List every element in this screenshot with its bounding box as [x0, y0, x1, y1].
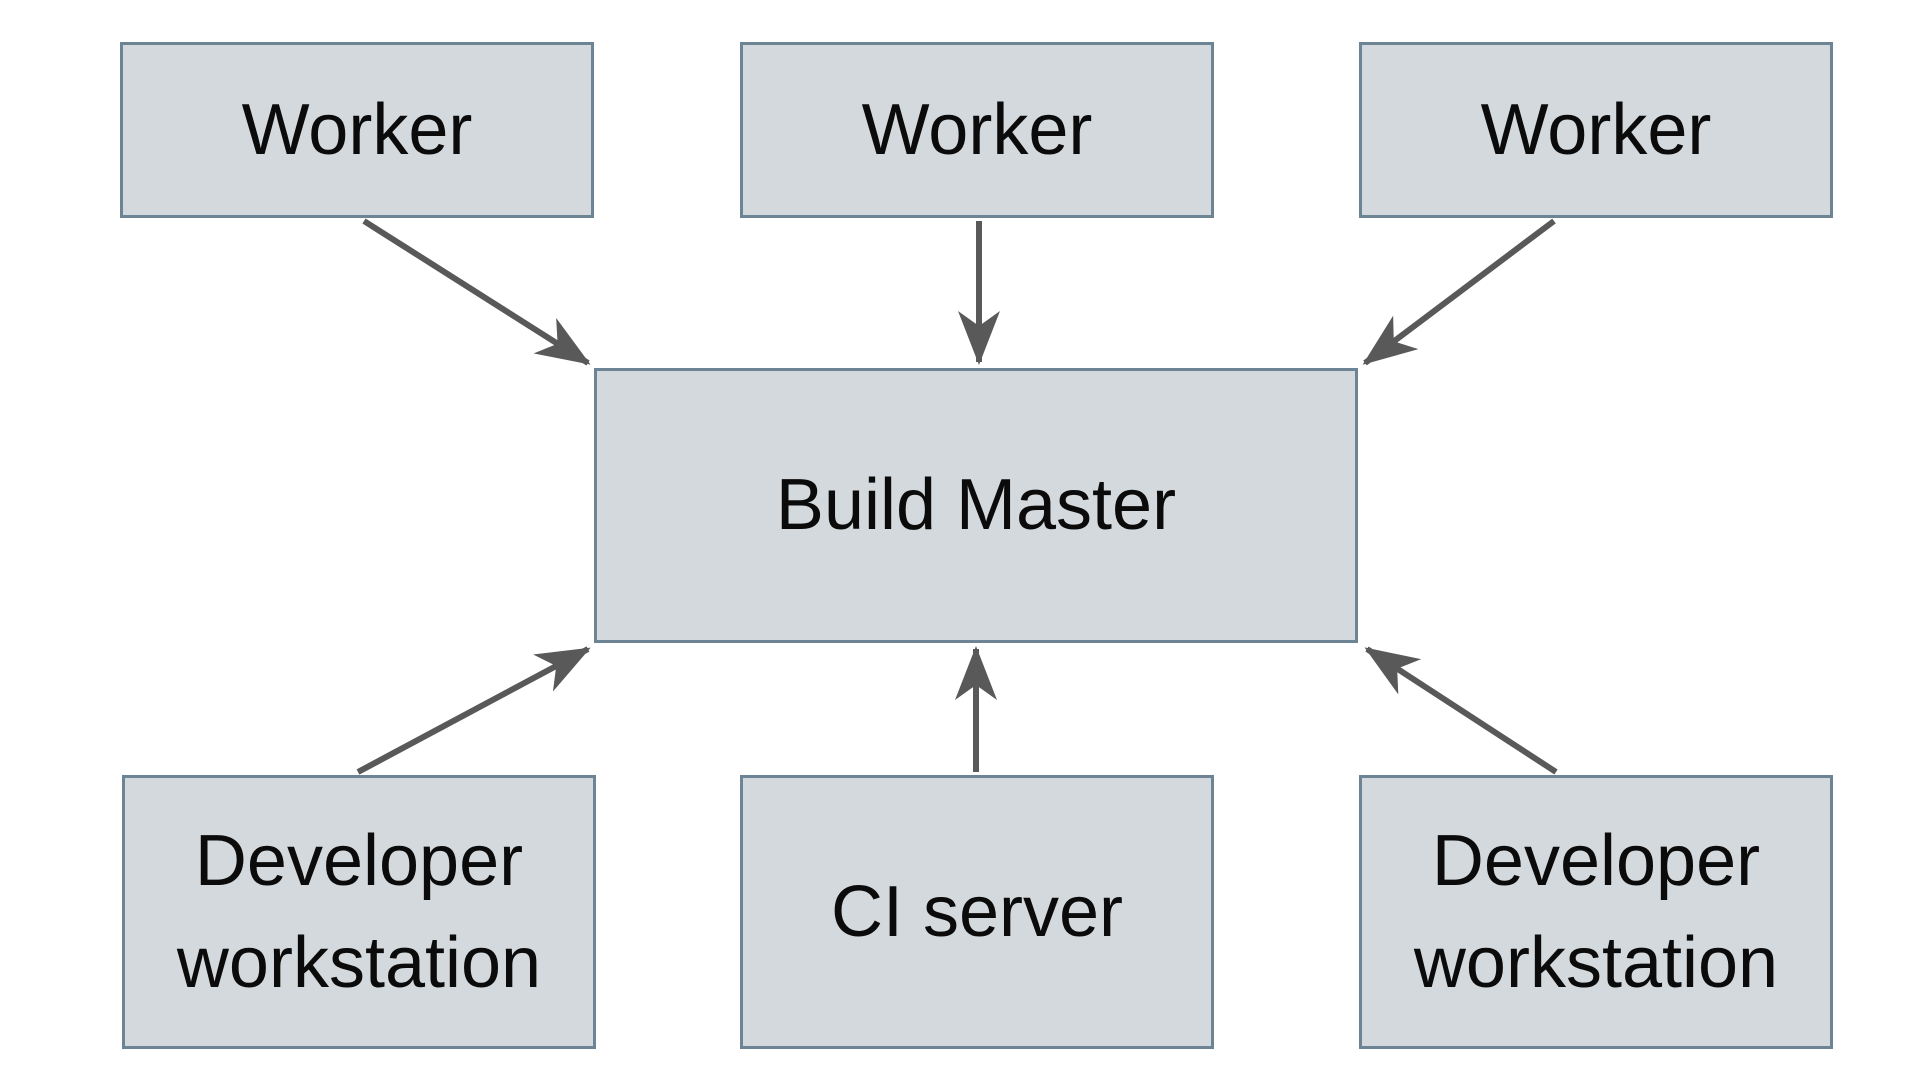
node-worker-2: Worker — [740, 42, 1214, 218]
node-build-master: Build Master — [594, 368, 1358, 643]
node-label: Build Master — [775, 465, 1177, 546]
arrow-worker3-to-build-master — [1362, 218, 1556, 366]
node-label: Developer workstation — [1413, 820, 1779, 1003]
node-label: Worker — [241, 89, 473, 170]
node-worker-1: Worker — [120, 42, 594, 218]
node-ci-server: CI server — [740, 775, 1214, 1049]
node-label: CI server — [830, 871, 1124, 952]
node-label: Worker — [861, 89, 1093, 170]
node-label: Worker — [1480, 89, 1712, 170]
arrow-dev-workstation-right-to-build-master — [1364, 646, 1558, 775]
node-label: Developer workstation — [176, 820, 542, 1003]
arrow-dev-workstation-left-to-build-master — [356, 646, 591, 775]
node-developer-workstation-right: Developer workstation — [1359, 775, 1833, 1049]
node-worker-3: Worker — [1359, 42, 1833, 218]
arrow-worker1-to-build-master — [362, 218, 591, 366]
node-developer-workstation-left: Developer workstation — [122, 775, 596, 1049]
